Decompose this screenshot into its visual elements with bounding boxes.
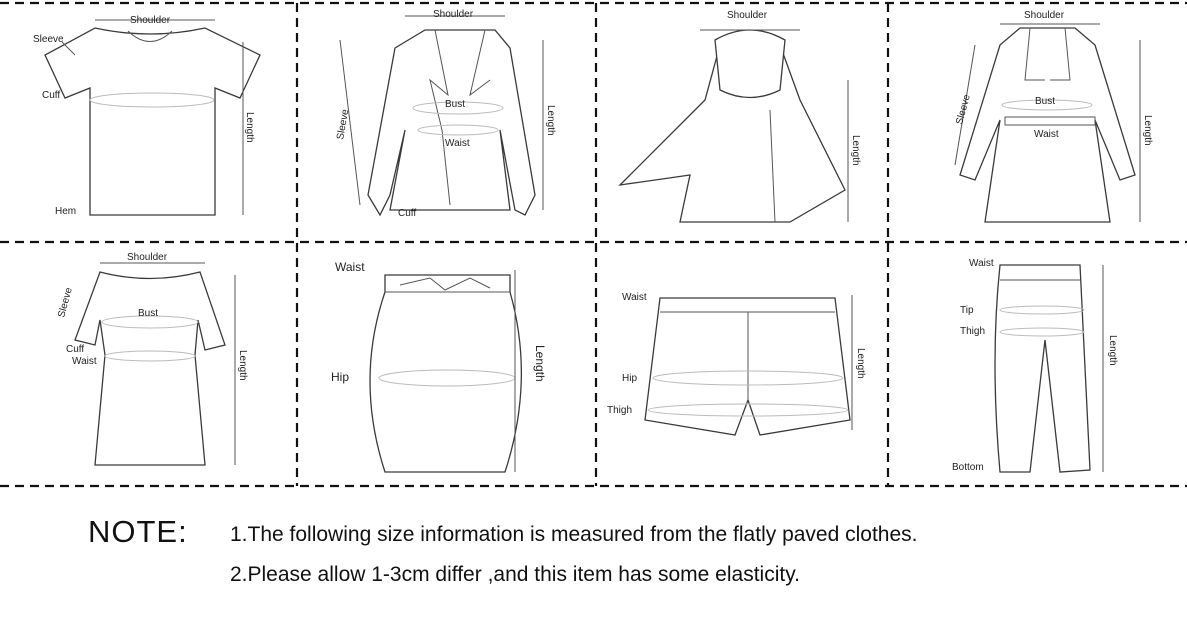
label-cuff: Cuff: [42, 90, 60, 101]
label-thigh: Thigh: [607, 405, 632, 416]
skirt-drawing: Waist Hip Length: [331, 260, 547, 473]
label-length: Length: [850, 135, 861, 166]
label-waist: Waist: [445, 138, 470, 149]
label-hem: Hem: [55, 206, 76, 217]
grid-lines: [0, 1, 1187, 488]
label-length: Length: [1107, 335, 1118, 366]
label-hip: Hip: [331, 370, 349, 384]
label-shoulder: Shoulder: [130, 15, 171, 26]
label-bust: Bust: [445, 99, 465, 110]
pants-drawing: Waist Tip Thigh Bottom Length: [952, 258, 1118, 473]
label-sleeve: Sleeve: [33, 34, 64, 45]
label-waist: Waist: [1034, 129, 1059, 140]
label-cuff: Cuff: [398, 208, 416, 219]
label-length: Length: [545, 105, 556, 136]
label-length: Length: [237, 350, 248, 381]
jacket-drawing: Shoulder Sleeve Bust Waist Cuff Length: [335, 9, 556, 219]
label-shoulder: Shoulder: [433, 9, 474, 20]
label-waist: Waist: [622, 292, 647, 303]
label-bust: Bust: [1035, 96, 1055, 107]
label-sleeve: Sleeve: [56, 286, 75, 319]
note-line-1: 1.The following size information is meas…: [230, 523, 918, 546]
note-heading: NOTE:: [88, 514, 188, 549]
label-sleeve: Sleeve: [335, 108, 351, 140]
cape-drawing: Shoulder Length: [618, 10, 861, 223]
label-thigh: Thigh: [960, 326, 985, 337]
label-shoulder: Shoulder: [727, 10, 768, 21]
coat-drawing: Shoulder Sleeve Bust Waist Length: [954, 10, 1153, 223]
label-sleeve: Sleeve: [954, 93, 973, 126]
label-length: Length: [1142, 115, 1153, 146]
note-line-2: 2.Please allow 1-3cm differ ,and this it…: [230, 563, 800, 586]
dress-drawing: Shoulder Sleeve Bust Cuff Waist Length: [56, 252, 248, 466]
label-tip: Tip: [960, 305, 974, 316]
t-shirt-drawing: Shoulder Sleeve Cuff Hem Length: [33, 15, 261, 217]
label-waist: Waist: [335, 260, 365, 274]
label-waist: Waist: [969, 258, 994, 269]
label-length: Length: [533, 345, 547, 382]
label-length: Length: [244, 112, 255, 143]
label-length: Length: [855, 348, 866, 379]
label-bust: Bust: [138, 308, 158, 319]
label-cuff: Cuff: [66, 344, 84, 355]
label-waist: Waist: [72, 356, 97, 367]
label-shoulder: Shoulder: [1024, 10, 1065, 21]
label-hip: Hip: [622, 373, 637, 384]
label-bottom: Bottom: [952, 462, 984, 473]
shorts-drawing: Waist Hip Thigh Length: [607, 292, 866, 436]
label-shoulder: Shoulder: [127, 252, 168, 263]
